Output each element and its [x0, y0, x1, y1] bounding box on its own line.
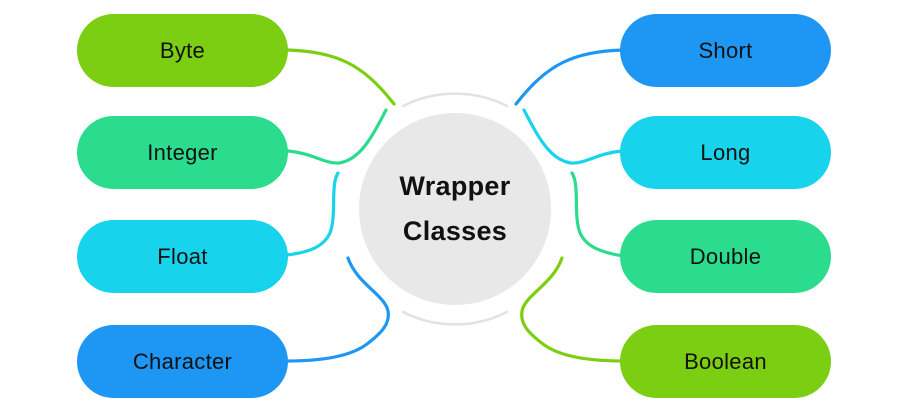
node-pill-integer: Integer — [77, 116, 288, 189]
connector-double — [570, 171, 625, 258]
node-label-double: Double — [689, 243, 762, 269]
node-label-boolean: Boolean — [684, 348, 767, 374]
connector-long — [522, 108, 624, 165]
node-label-byte: Byte — [159, 37, 206, 63]
center-title-line-1: Wrapper — [399, 171, 511, 201]
node-label-long: Long — [700, 139, 751, 165]
center-node-ring-top — [401, 92, 509, 108]
center-node-circle — [359, 113, 551, 305]
center-title-line-2: Classes — [402, 216, 508, 246]
node-pill-short: Short — [620, 14, 831, 87]
connector-character — [285, 256, 390, 363]
center-node: Wrapper Classes — [359, 113, 551, 305]
node-pill-boolean: Boolean — [620, 325, 831, 398]
center-node-ring-bottom — [401, 310, 509, 326]
node-label-short: Short — [698, 37, 753, 63]
node-pill-float: Float — [77, 220, 288, 293]
node-pill-character: Character — [77, 325, 288, 398]
connector-boolean — [520, 256, 625, 363]
connector-integer — [286, 108, 388, 165]
node-label-character: Character — [132, 348, 233, 374]
node-label-float: Float — [157, 243, 208, 269]
node-pill-double: Double — [620, 220, 831, 293]
connector-short — [514, 48, 624, 106]
node-pill-long: Long — [620, 116, 831, 189]
node-label-integer: Integer — [147, 139, 218, 165]
connector-float — [285, 171, 340, 257]
node-pill-byte: Byte — [77, 14, 288, 87]
connector-byte — [286, 48, 396, 106]
